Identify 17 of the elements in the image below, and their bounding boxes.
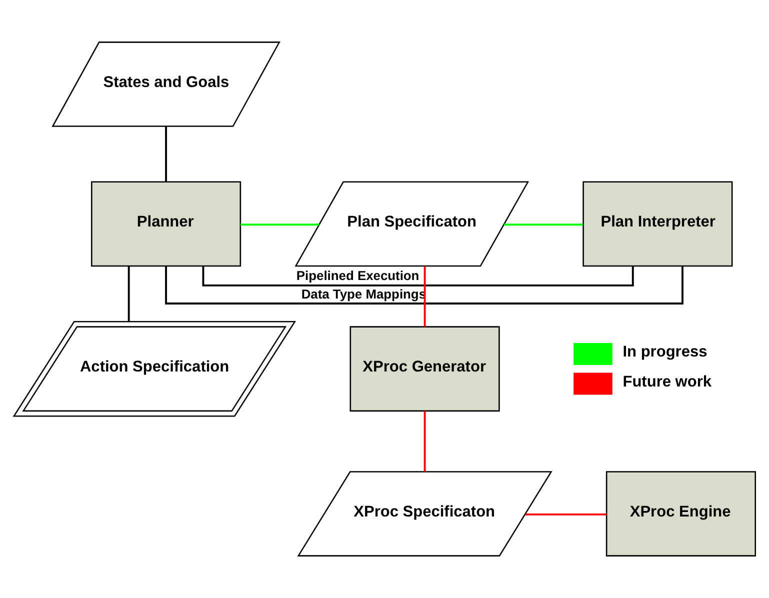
node-box: XProc Generator xyxy=(350,326,500,412)
node-box: XProc Engine xyxy=(606,471,756,556)
legend-label: Future work xyxy=(622,373,712,390)
connector xyxy=(165,266,684,304)
connector xyxy=(128,266,130,322)
connector xyxy=(424,411,426,472)
node-box: Planner xyxy=(90,181,242,267)
connector xyxy=(504,224,583,226)
node-box: Plan Interpreter xyxy=(582,181,733,267)
edge-label: Pipelined Execution xyxy=(296,268,420,284)
connector xyxy=(202,266,634,286)
legend-label: In progress xyxy=(622,344,708,361)
connector xyxy=(525,513,606,516)
connector xyxy=(240,224,319,226)
edge-label: Data Type Mappings xyxy=(301,286,426,302)
connector xyxy=(165,126,167,182)
connector xyxy=(424,266,426,327)
